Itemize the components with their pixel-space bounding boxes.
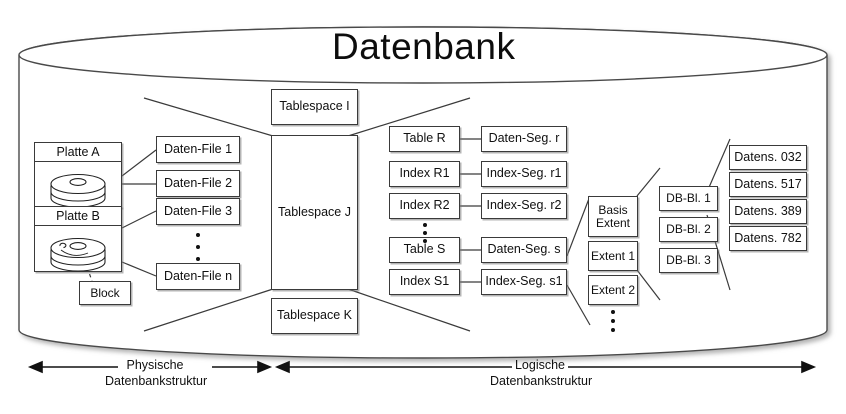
footer-physical-label: Physische Datenbankstruktur — [105, 358, 208, 389]
tablespace-box-j: Tablespace J — [271, 135, 358, 290]
datafile-box-3: Daten-File 3 — [156, 198, 240, 225]
segment-box-index-s1: Index-Seg. s1 — [481, 269, 567, 295]
footer-logical-line2: Datenbankstruktur — [490, 373, 593, 388]
disk-platter-icon — [35, 162, 121, 208]
object-box-index-r1: Index R1 — [389, 161, 460, 187]
disk-platte-a-label: Platte A — [35, 143, 121, 162]
disk-platter-icon — [35, 226, 121, 272]
object-box-table-r: Table R — [389, 126, 460, 152]
datafile-box-1: Daten-File 1 — [156, 136, 240, 163]
datafile-ellipsis-dots — [194, 233, 202, 261]
record-box-389: Datens. 389 — [729, 199, 807, 224]
footer-logical-line1: Logische — [514, 358, 566, 372]
object-box-index-s1: Index S1 — [389, 269, 460, 295]
segment-box-daten-s: Daten-Seg. s — [481, 237, 567, 263]
extent-box-1: Extent 1 — [588, 241, 638, 271]
record-box-782: Datens. 782 — [729, 226, 807, 251]
scope-arrows — [27, 360, 817, 374]
record-box-032: Datens. 032 — [729, 145, 807, 170]
footer-physical-line2: Datenbankstruktur — [105, 373, 208, 388]
block-box: Block — [79, 281, 131, 305]
segment-box-daten-r: Daten-Seg. r — [481, 126, 567, 152]
tablespace-box-k: Tablespace K — [271, 298, 358, 334]
disk-platte-a: Platte A — [34, 142, 122, 208]
disk-platte-b: Platte B — [34, 206, 122, 272]
datafile-box-2: Daten-File 2 — [156, 170, 240, 197]
footer-physical-line1: Physische — [126, 358, 184, 372]
object-box-index-r2: Index R2 — [389, 193, 460, 219]
page-title: Datenbank — [332, 26, 516, 67]
footer-logical-label: Logische Datenbankstruktur — [490, 358, 593, 389]
object-ellipsis-dots — [421, 223, 429, 243]
extent-ellipsis-dots — [609, 310, 617, 332]
disk-platte-b-label: Platte B — [35, 207, 121, 226]
record-box-517: Datens. 517 — [729, 172, 807, 197]
datafile-box-n: Daten-File n — [156, 263, 240, 290]
db-block-box-1: DB-Bl. 1 — [659, 186, 718, 211]
tablespace-box-i: Tablespace I — [271, 89, 358, 125]
db-block-box-3: DB-Bl. 3 — [659, 248, 718, 273]
db-block-box-2: DB-Bl. 2 — [659, 217, 718, 242]
segment-box-index-r1: Index-Seg. r1 — [481, 161, 567, 187]
segment-box-index-r2: Index-Seg. r2 — [481, 193, 567, 219]
extent-box-2: Extent 2 — [588, 275, 638, 305]
